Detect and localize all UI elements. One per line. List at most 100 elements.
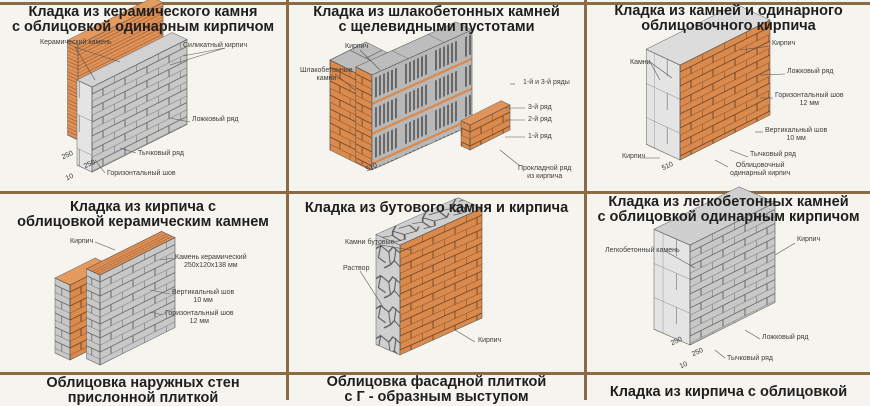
leader-line [94,159,106,174]
frame-divider [584,0,587,400]
label-line: Горизонтальный шов [775,92,844,99]
label-rubble-stones: Камни бутовые [345,239,395,246]
leader-line [169,47,226,66]
panel-title: Облицовка фасадной плиткой с Г - образны… [289,375,584,405]
label-facing-brick: Облицовочный одинарный кирпич [730,162,790,178]
leader-line [739,45,771,51]
panel-title: Облицовка наружных стен прислонной плитк… [0,376,286,406]
panel-brick-ceramic-facing: Кладка из кирпича с облицовкой керамичес… [0,198,286,372]
label-header-row: Тычковый ряд [727,355,773,362]
label-brick: Кирпич [478,337,502,344]
panel-title: Кладка из кирпича с облицовкой керамичес… [0,200,286,230]
label-row-2: 2-й ряд [528,116,552,123]
wall-front-face [371,29,473,171]
leader-line [664,250,696,269]
title-line: с облицовкой одинарным кирпичом [11,19,275,35]
label-lightweight-stone: Легкобетонный камень [605,247,680,254]
leader-line [729,149,749,158]
leader-line [649,61,673,79]
leader-line [359,270,386,311]
frame-divider [0,191,870,194]
label-brick: Кирпич [345,43,369,50]
title-line: Кладка из камней и одинарного [614,3,843,19]
label-header-row: Тычковый ряд [138,150,184,157]
wall-front-face [689,202,776,346]
leader-line [334,73,356,91]
leader-line [149,289,171,295]
label-rows-1-3: 1-й и 3-й ряды [523,79,570,86]
wall-front-face [469,104,511,151]
label-line: 250x120x138 мм [184,262,238,269]
panel-title: Кладка из камней и одинарного облицовочн… [587,4,870,34]
label-line: камни [316,75,337,82]
label-line: 10 мм [193,297,213,304]
leader-line [759,73,786,76]
title-line: Кладка из кирпича с [69,199,217,215]
label-line: Облицовочный [735,162,785,169]
leader-line [182,47,226,57]
wall-front-face [91,39,188,173]
label-vertical-joint: Вертикальный шов 10 мм [172,289,234,305]
panel-title: Кладка из кирпича с облицовкой [587,385,870,400]
leader-line [119,147,137,154]
frame-divider [0,2,870,5]
leader-line [94,241,116,251]
leader-line [714,159,729,168]
label-stretcher-row: Ложковый ряд [762,334,809,341]
title-line: Кладка из бутового камня и кирпича [304,200,569,216]
label-stretcher-row: Ложковый ряд [787,68,834,75]
panel-ceramic-stone-silicate-brick: Кладка из керамического камня с облицовк… [0,5,286,191]
title-line: Облицовка фасадной плиткой [326,374,547,390]
wall-front-face [399,207,483,356]
label-mortar: Раствор [343,265,370,272]
leader-line [169,117,191,123]
label-row-1: 1-й ряд [528,133,552,140]
panel-facade-tile-facing: Облицовка фасадной плиткой с Г - образны… [289,375,584,405]
panel-stones-facing-brick: Кладка из камней и одинарного облицовочн… [587,4,870,191]
label-slag-stones: Шлакобетонные камни [300,67,353,83]
leader-line [744,329,761,340]
label-line: 10 мм [786,135,806,142]
label-line: одинарный кирпич [730,170,791,177]
leader-line [159,257,174,261]
label-ceramic-stone: Камень керамический 250x120x138 мм [175,254,247,270]
leader-line [74,46,96,81]
label-brick: Кирпич [797,236,821,243]
label-horizontal-joint: Горизонтальный шов 12 мм [775,92,844,108]
leader-line [714,349,726,359]
title-line: Кладка из шлакобетонных камней [313,4,560,20]
title-line: прислонной плиткой [67,390,219,406]
label-line: Камень керамический [175,254,247,261]
label-horizontal-joint: Горизонтальный шов [107,170,176,177]
wall-front-face [679,19,771,161]
label-row-3: 3-й ряд [528,104,552,111]
title-line: с щелевидными пустотами [338,19,535,35]
leader-line [499,149,521,167]
label-header-row: Тычковый ряд [750,151,796,158]
title-line: с Г - образным выступом [344,389,529,405]
label-brick-left: Кирпич [622,153,646,160]
frame-divider [286,0,289,400]
panel-leaning-tile-facing: Облицовка наружных стен прислонной плитк… [0,376,286,406]
label-spacer-row: Прокладной ряд из кирпича [518,165,571,181]
label-line: Вертикальный шов [172,289,235,296]
panel-title: Кладка из шлакобетонных камней с щелевид… [289,5,584,35]
title-line: Облицовка наружных стен [46,375,240,391]
label-vertical-joint: Вертикальный шов 10 мм [765,127,827,143]
label-ceramic-stone: Керамический камень [40,39,112,46]
label-line: Прокладной ряд [518,165,572,172]
panel-rubble-stone-brick: Кладка из бутового камня и кирпича [289,198,584,372]
label-line: Горизонтальный шов [165,310,234,317]
leader-line [374,243,411,251]
title-line: облицовочного кирпича [641,18,816,34]
label-brick: Кирпич [772,40,796,47]
title-line: с облицовкой одинарным кирпичом [597,209,860,225]
label-brick: Кирпич [70,238,94,245]
label-line: 12 мм [189,318,209,325]
label-line: Вертикальный шов [765,127,828,134]
label-stones: Камни [630,59,651,66]
panel-slag-concrete-stones: Кладка из шлакобетонных камней с щелевид… [289,5,584,191]
title-line: Кладка из легкобетонных камней [608,194,849,210]
panel-lightweight-concrete-stones: Кладка из легкобетонных камней с облицов… [587,195,870,372]
